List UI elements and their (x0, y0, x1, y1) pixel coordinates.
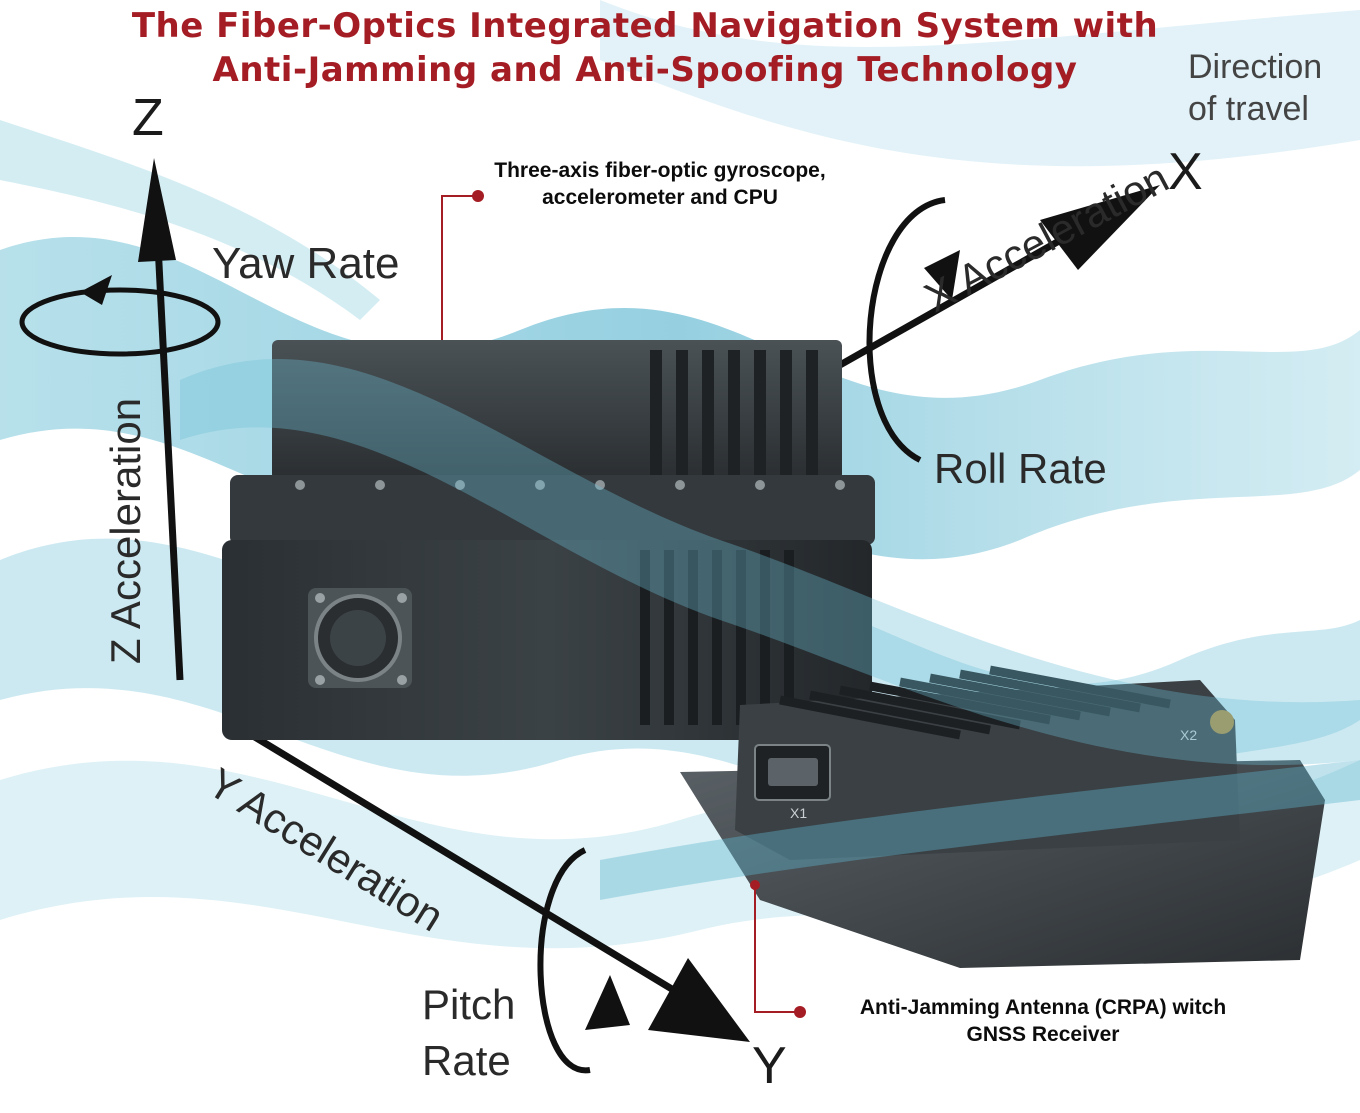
z-axis-label: Z (132, 89, 164, 147)
imu-callout-line-2: accelerometer and CPU (542, 186, 778, 209)
pitch-rate-label-line-1: Pitch (422, 981, 516, 1028)
title-line-2: Anti-Jamming and Anti-Spoofing Technolog… (212, 50, 1078, 90)
direction-label-line-1: Direction (1188, 48, 1323, 86)
y-axis-label: Y (752, 1037, 787, 1095)
imu-callout-line-1: Three-axis fiber-optic gyroscope, (494, 159, 826, 182)
sma-connector-icon (1210, 710, 1234, 734)
crpa-callout-line-1: Anti-Jamming Antenna (CRPA) witch (859, 996, 1227, 1019)
crpa-antenna-device: X1 X2 (680, 665, 1325, 968)
yaw-rate-label: Yaw Rate (212, 239, 400, 288)
z-axis (19, 158, 221, 681)
y-axis (228, 719, 750, 1074)
imu-callout-line (441, 190, 484, 340)
crpa-callout-line-2: GNSS Receiver (966, 1023, 1120, 1046)
title-line-1: The Fiber-Optics Integrated Navigation S… (131, 6, 1159, 46)
fog-imu-device (222, 340, 875, 740)
crpa-port-x1: X1 (790, 805, 807, 821)
round-connector-icon (308, 588, 412, 688)
direction-label-line-2: of travel (1188, 90, 1309, 128)
crpa-callout-line (750, 880, 806, 1018)
imu-callout-text: Three-axis fiber-optic gyroscope, accele… (440, 157, 880, 211)
crpa-callout-text: Anti-Jamming Antenna (CRPA) witch GNSS R… (810, 994, 1276, 1048)
wave-overlay (180, 359, 1360, 900)
x-axis (838, 185, 1160, 463)
x-axis-label: X (1168, 143, 1203, 201)
roll-rate-label: Roll Rate (934, 445, 1107, 492)
z-acceleration-label: Z Acceleration (102, 397, 150, 665)
crpa-port-x2: X2 (1180, 727, 1197, 743)
pitch-rate-label-line-2: Rate (422, 1037, 511, 1084)
